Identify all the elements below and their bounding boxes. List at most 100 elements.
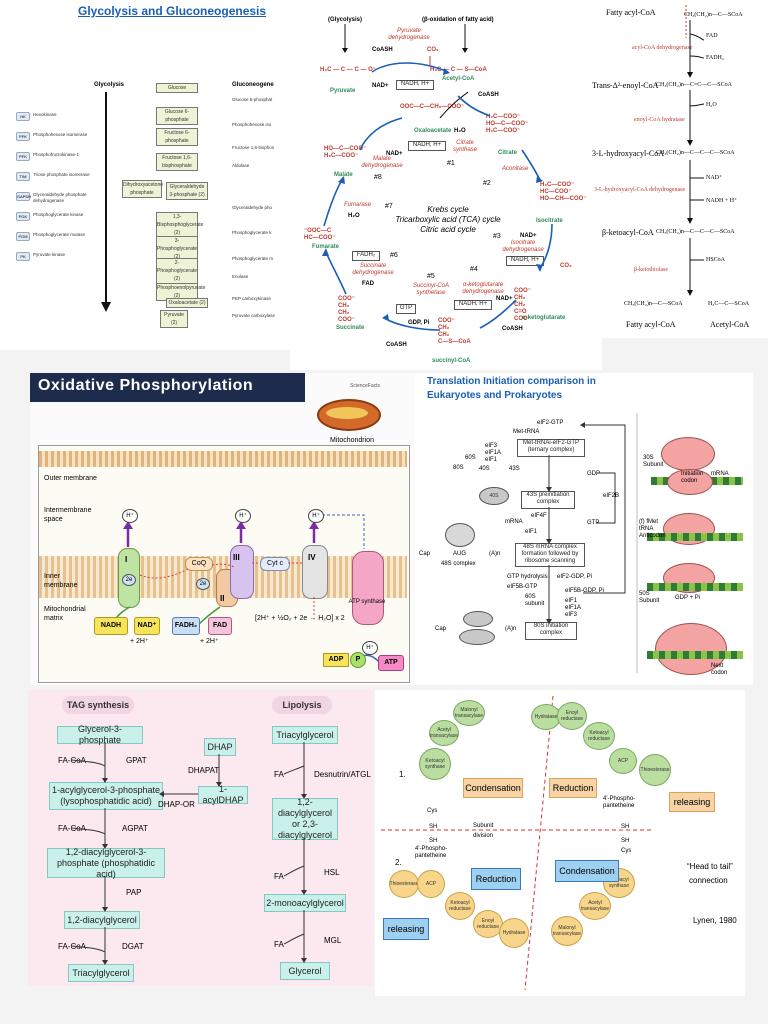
beta-formula-2: CH₃(CH₂)n—C=C—C—SCoA bbox=[656, 82, 732, 88]
fadh2-star: FADH₂ bbox=[172, 617, 200, 635]
fas-domain: Ketoacyl reductase bbox=[583, 722, 615, 750]
krebs-step-5: #5 bbox=[427, 273, 435, 280]
beta-formula-1: CH₃(CH₂)n—C—SCoA bbox=[684, 12, 743, 18]
krebs-h2o-1: H₂O bbox=[454, 128, 466, 134]
oxphos-inner-2: membrane bbox=[44, 582, 78, 589]
transl-met-trna: Met-tRNA bbox=[513, 429, 540, 435]
glyco-right-enzyme: PEP carboxykinase bbox=[232, 296, 271, 301]
lip-tag: Triacylglycerol bbox=[272, 726, 338, 744]
ribosome-40s-2 bbox=[445, 523, 475, 547]
fad-star: FAD bbox=[208, 617, 232, 635]
beta-fadh2: FADH₂ bbox=[706, 55, 724, 61]
beta-ketoacyl: β-ketoacyl-CoA bbox=[602, 228, 654, 237]
fas-domain: Enoyl reductase bbox=[473, 910, 503, 938]
beta-formula-5: CH₃(CH₂)n—C—SCoA bbox=[624, 301, 683, 307]
krebs-step-2: #2 bbox=[483, 180, 491, 187]
krebs-step-8: #8 bbox=[374, 174, 382, 181]
glyco-enzyme-name: Phosphofructokinase-1 bbox=[33, 152, 80, 157]
lip-fa-1: FA bbox=[274, 770, 284, 779]
krebs-pdh: Pyruvate dehydrogenase bbox=[388, 28, 430, 41]
krebs-step-4: #4 bbox=[470, 266, 478, 273]
complex-1-label: I bbox=[125, 555, 128, 564]
outer-membrane bbox=[39, 451, 407, 467]
adp-box: ADP bbox=[323, 653, 349, 667]
krebs-coash-2: CoASH bbox=[478, 92, 499, 98]
krebs-center-1: Krebs cycle bbox=[427, 205, 469, 214]
transl-an-1: (A)n bbox=[489, 551, 501, 557]
krebs-gdp: GDP, Pi bbox=[408, 320, 430, 326]
transl-eif2gdp: eIF2-GDP, Pi bbox=[557, 574, 592, 580]
transl-48s-box: 48S mRNA complex formation followed by r… bbox=[515, 543, 585, 567]
transl-aug-1: AUG bbox=[453, 551, 467, 557]
fas-head-tail-1: “Head to tail” bbox=[687, 862, 733, 871]
transl-eif4f: eIF4F bbox=[531, 513, 547, 519]
lip-mag: 2-monoacylglycerol bbox=[264, 894, 346, 912]
krebs-step-7: #7 bbox=[385, 203, 393, 210]
krebs-nadh-box-1: NADH, H+ bbox=[396, 80, 434, 90]
oxphos-ims-1: Intermembrane bbox=[44, 507, 92, 514]
transl-eif2b: eIF2B bbox=[603, 493, 620, 499]
pro-gdp: GDP + Pi bbox=[675, 595, 701, 601]
fas-domain: Malonyl transacylase bbox=[551, 916, 583, 946]
glyco-enzyme-badge: GAPDH bbox=[16, 192, 32, 201]
beta-hydroxy-dh: 3-L-hydroxyacyl-CoA dehydrogenase bbox=[594, 187, 686, 193]
fas-reduction-1: Reduction bbox=[549, 778, 597, 798]
oxphos-water: [2H⁺ + ½O₂ + 2e → H₂O] x 2 bbox=[255, 615, 345, 622]
fas-sh-4: SH bbox=[621, 838, 630, 844]
translation-panel: Translation Initiation comparison in Euk… bbox=[415, 373, 753, 685]
fas-domain: Hydratase bbox=[499, 918, 529, 948]
beta-formula-3: CH₃(CH₂)n—C—C—C—SCoA bbox=[656, 150, 735, 156]
krebs-aconitase: Aconitase bbox=[502, 166, 529, 172]
transl-eif1: eIF1 bbox=[525, 529, 538, 535]
lip-glycerol: Glycerol bbox=[280, 962, 330, 980]
krebs-pdh-arrow bbox=[371, 62, 450, 75]
beta-nadh: NADH + H⁺ bbox=[706, 198, 738, 204]
krebs-malate-dh: Malate dehydrogenase bbox=[361, 156, 403, 169]
krebs-gtp-box: GTP bbox=[396, 304, 416, 314]
fas-domain: Ketoacyl reductase bbox=[445, 892, 475, 920]
beta-product-2: Acetyl-CoA bbox=[710, 320, 750, 329]
krebs-succ-coa-syn: Succinyl-CoA synthetase bbox=[412, 283, 449, 296]
beta-fad: FAD bbox=[706, 33, 718, 39]
glyco-right-enzyme: Glucose 6-phosphat bbox=[232, 97, 273, 102]
beta-ox-panel: Fatty acyl-CoA CH₃(CH₂)n—C—SCoA acyl-CoA… bbox=[590, 0, 768, 338]
krebs-fumarate: Fumarate bbox=[312, 244, 340, 250]
glyco-metabolite: Oxaloacetate (2) bbox=[166, 298, 208, 308]
glyco-right-enzyme: Phosphohexose iso bbox=[232, 122, 272, 127]
krebs-malate: Malate bbox=[334, 172, 353, 178]
krebs-nad-2: NAD+ bbox=[386, 151, 403, 157]
h-ion: H⁺ bbox=[235, 509, 251, 523]
tag-panel: TAG synthesis Lipolysis Glycerol-3-phosp… bbox=[28, 690, 373, 986]
glyco-right-enzyme: Pyruvate carboxylase bbox=[232, 313, 276, 318]
pro-ribosome-2 bbox=[667, 469, 713, 495]
fas-domain: Acetyl transacylase bbox=[579, 892, 611, 920]
krebs-step-1: #1 bbox=[447, 160, 455, 167]
fas-lynen: Lynen, 1980 bbox=[693, 916, 737, 925]
beta-hydroxy: 3-L-hydroxyacyl-CoA bbox=[592, 149, 664, 158]
krebs-betaox: (β-oxidation of fatty acid) bbox=[422, 17, 494, 23]
glycolysis-panel: Glycolysis and Gluconeogenesis Glycolysi… bbox=[0, 0, 290, 350]
glyco-enzyme-name: Phosphoglycerate mutase bbox=[33, 232, 86, 237]
glycolysis-arrow bbox=[101, 92, 111, 312]
pro-mrna: mRNA bbox=[711, 471, 729, 477]
tag-lpa: 1-acylglycerol-3-phosphate (lysophosphat… bbox=[49, 782, 163, 810]
glyco-col-left: Glycolysis bbox=[94, 82, 125, 88]
krebs-oaa-formula: OOC—C—CH₂—COO⁻ bbox=[400, 104, 465, 110]
oxphos-e-1: 2e bbox=[122, 574, 136, 586]
beta-nad: NAD⁺ bbox=[706, 175, 723, 181]
coq-oval: CoQ bbox=[185, 557, 213, 571]
lip-fa-3: FA bbox=[274, 940, 284, 949]
cytc-oval: Cyt c bbox=[260, 557, 290, 571]
krebs-pyr-formula: H₃C — C — C — O⁻ bbox=[320, 67, 376, 73]
oxphos-title-bar bbox=[30, 373, 305, 402]
fas-subunit: Subunit bbox=[473, 823, 494, 829]
krebs-isocitrate-formula: H₂C—COO⁻HC—COO⁻HO—CH—COO⁻ bbox=[540, 182, 587, 202]
transl-arrows bbox=[546, 413, 638, 673]
transl-40s-a: 40S bbox=[479, 466, 490, 472]
h-ion: H⁺ bbox=[308, 509, 324, 523]
glyco-right-enzyme: Fructose 1,6-bisphos bbox=[232, 145, 275, 150]
glyco-enzyme-badge: PFK bbox=[16, 152, 30, 161]
ribosome-40s-1: 40S bbox=[479, 487, 509, 505]
